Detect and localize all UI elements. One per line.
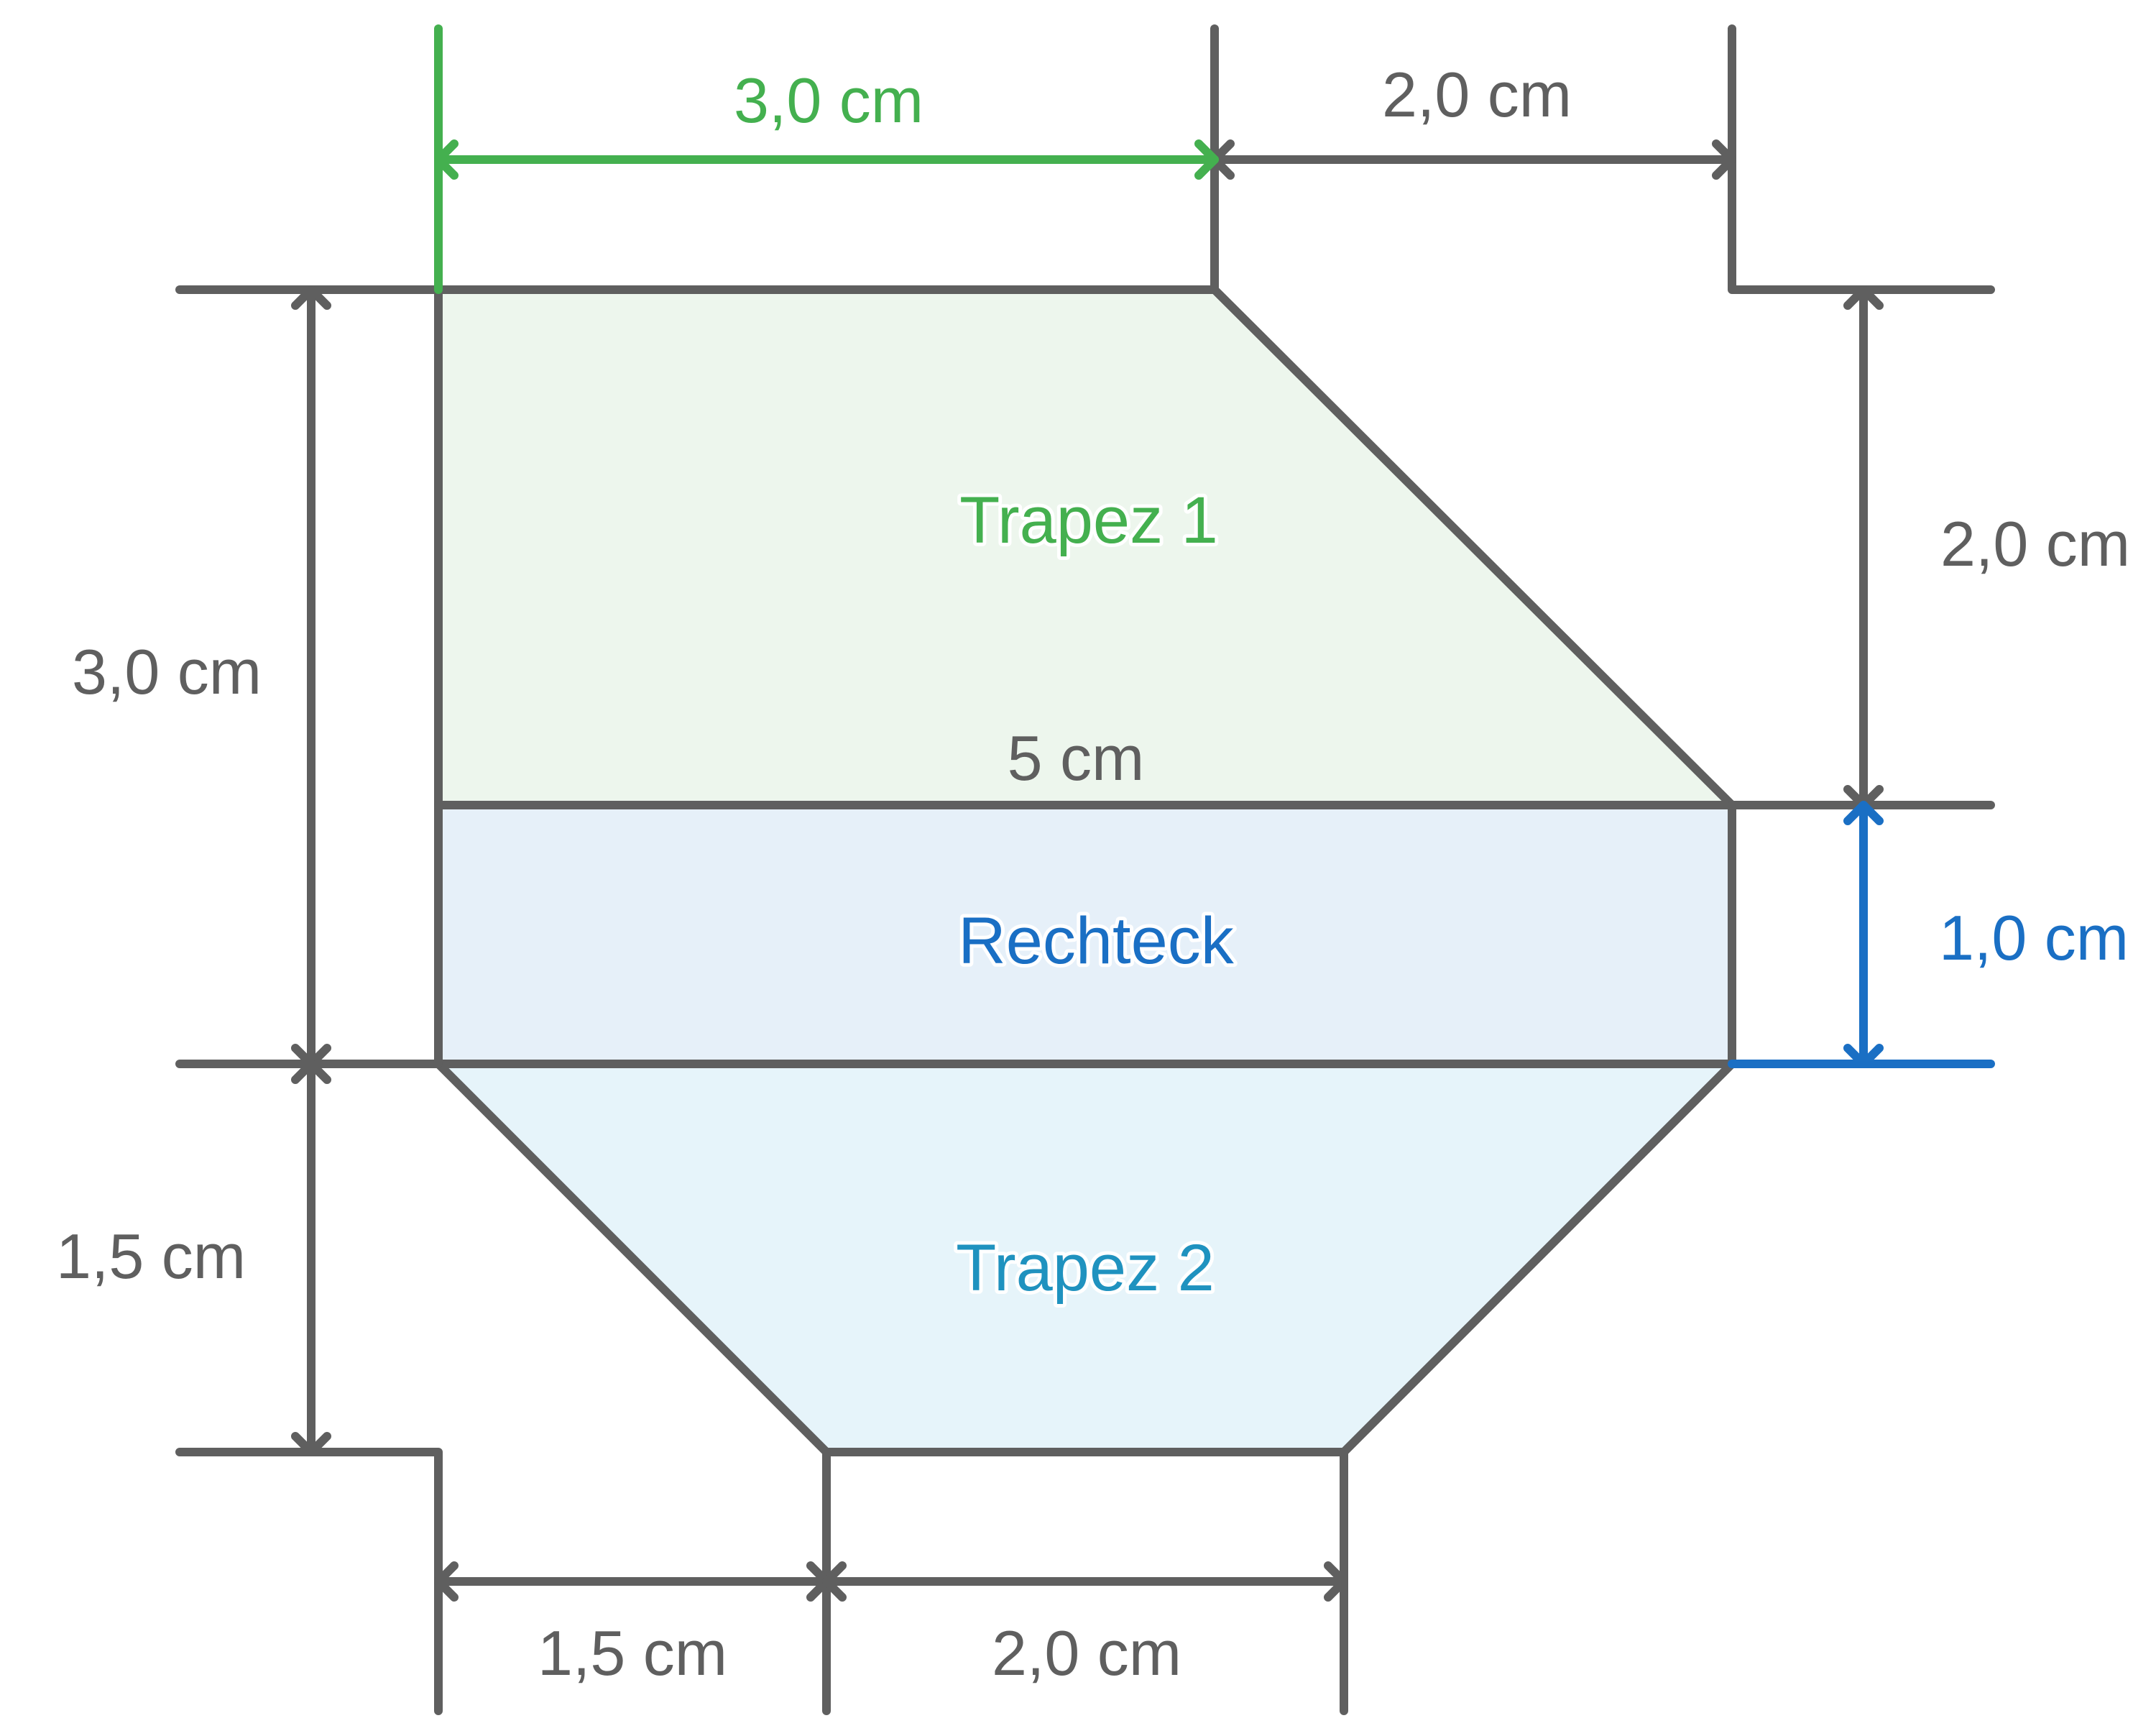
dimension-label-middle: 5 cm	[1008, 722, 1145, 794]
dimension-label-bottom-right: 2,0 cm	[992, 1617, 1181, 1689]
dimension-label-right-upper: 2,0 cm	[1940, 508, 2130, 579]
dimension-label-bottom-left: 1,5 cm	[538, 1617, 727, 1689]
arrowhead	[1843, 801, 1884, 825]
arrowhead	[291, 285, 331, 310]
dimension-label-left-upper: 3,0 cm	[72, 636, 262, 707]
dimension-label-left-lower: 1,5 cm	[56, 1221, 246, 1292]
arrowhead	[822, 1561, 847, 1602]
dimension-label-right-lower: 1,0 cm	[1939, 902, 2129, 973]
extension-line	[175, 1448, 443, 1715]
extension-line	[1728, 24, 1995, 294]
dimension-label-top-left: 3,0 cm	[734, 65, 923, 136]
shape-outline	[434, 285, 1736, 1456]
trapez2-region	[438, 1064, 1732, 1452]
arrowhead	[1843, 285, 1884, 310]
trapez1-region	[438, 290, 1732, 805]
rechteck-label: Rechteck	[958, 904, 1234, 978]
arrowhead	[1712, 139, 1736, 180]
dimension-label-top-right: 2,0 cm	[1382, 59, 1572, 130]
trapez2-label: Trapez 2	[956, 1231, 1215, 1305]
arrowhead	[1843, 1044, 1884, 1068]
rechteck-region	[438, 805, 1732, 1064]
arrowhead	[434, 139, 459, 180]
arrowhead	[291, 1060, 331, 1084]
arrowhead	[1324, 1561, 1348, 1602]
arrowhead	[1194, 139, 1219, 180]
arrowhead	[291, 1432, 331, 1456]
trapez1-label: Trapez 1	[959, 484, 1218, 557]
arrowhead	[434, 1561, 459, 1602]
